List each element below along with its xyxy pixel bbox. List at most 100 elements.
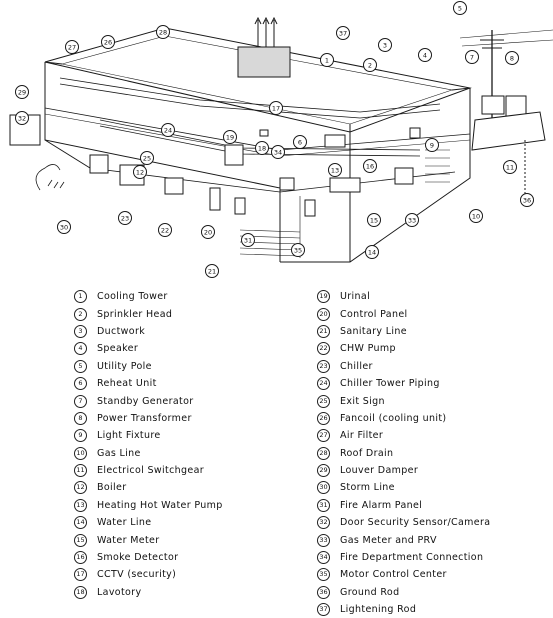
callout-18: 18 [255, 141, 269, 155]
callout-16: 16 [363, 159, 377, 173]
legend-label: Air Filter [340, 430, 384, 442]
callout-10: 10 [469, 209, 483, 223]
legend-item: 11 Electricol Switchgear [74, 462, 223, 479]
legend-number: 26 [317, 411, 330, 425]
legend-number: 15 [74, 533, 87, 547]
svg-text:32: 32 [18, 114, 26, 122]
utility-pole [459, 29, 553, 200]
callout-27: 27 [65, 40, 79, 54]
legend-label: Ductwork [97, 325, 146, 337]
legend-label: CHW Pump [340, 343, 396, 355]
callout-17: 17 [269, 101, 283, 115]
callout-26: 26 [101, 35, 115, 49]
legend-number: 28 [317, 446, 330, 460]
callout-33: 33 [405, 213, 419, 227]
svg-text:7: 7 [470, 53, 474, 61]
callout-7: 7 [465, 50, 479, 64]
callout-19: 19 [223, 130, 237, 144]
legend-label: Water Meter [97, 534, 160, 546]
legend-number: 11 [74, 464, 87, 478]
callout-6: 6 [293, 135, 307, 149]
legend-number: 10 [74, 446, 87, 460]
legend-label: Boiler [97, 482, 127, 494]
svg-text:34: 34 [274, 148, 282, 156]
legend-number: 25 [317, 394, 330, 408]
legend-label: Gas Meter and PRV [340, 534, 437, 546]
legend-label: Utility Pole [97, 360, 152, 372]
legend-label: Chiller [340, 360, 373, 372]
svg-text:14: 14 [368, 248, 376, 256]
legend-number: 31 [317, 498, 330, 512]
callout-25: 25 [140, 151, 154, 165]
legend-label: Smoke Detector [97, 552, 179, 564]
legend-label: Lightening Rod [340, 604, 417, 616]
svg-text:20: 20 [204, 228, 212, 236]
legend-number: 2 [74, 307, 87, 321]
svg-text:2: 2 [368, 61, 372, 69]
svg-text:30: 30 [60, 223, 68, 231]
callout-5: 5 [453, 1, 467, 15]
svg-text:21: 21 [208, 267, 216, 275]
callout-22: 22 [158, 223, 172, 237]
legend-number: 33 [317, 533, 330, 547]
callout-29: 29 [15, 85, 29, 99]
callout-3: 3 [378, 38, 392, 52]
callout-37: 37 [336, 26, 350, 40]
legend-number: 21 [317, 324, 330, 338]
legend-label: Exit Sign [340, 395, 385, 407]
svg-text:5: 5 [458, 4, 462, 12]
legend-number: 16 [74, 551, 87, 565]
svg-text:12: 12 [136, 168, 144, 176]
legend-label: Motor Control Center [340, 569, 447, 581]
legend-number: 34 [317, 551, 330, 565]
svg-text:28: 28 [159, 28, 167, 36]
svg-text:17: 17 [272, 104, 280, 112]
legend-item: 15 Water Meter [74, 531, 223, 548]
callout-28: 28 [156, 25, 170, 39]
legend-label: Water Line [97, 517, 152, 529]
legend-number: 17 [74, 568, 87, 582]
legend-label: Storm Line [340, 482, 395, 494]
svg-text:25: 25 [143, 154, 151, 162]
legend-label: Electricol Switchgear [97, 465, 205, 477]
foundation-hatch [239, 149, 450, 258]
callout-13: 13 [328, 163, 342, 177]
legend-label: Reheat Unit [97, 378, 157, 390]
legend-number: 36 [317, 585, 330, 599]
svg-text:36: 36 [523, 196, 531, 204]
svg-text:23: 23 [121, 214, 129, 222]
svg-text:1: 1 [325, 56, 329, 64]
svg-text:15: 15 [370, 216, 378, 224]
svg-text:11: 11 [506, 163, 514, 171]
legend-label: Louver Damper [340, 465, 419, 477]
legend-label: Chiller Tower Piping [340, 378, 440, 390]
callout-1: 1 [320, 53, 334, 67]
callout-15: 15 [367, 213, 381, 227]
svg-text:6: 6 [298, 138, 302, 146]
legend-label: Heating Hot Water Pump [97, 499, 223, 511]
legend-label: Light Fixture [97, 430, 161, 442]
svg-text:9: 9 [430, 141, 434, 149]
svg-text:22: 22 [161, 226, 169, 234]
